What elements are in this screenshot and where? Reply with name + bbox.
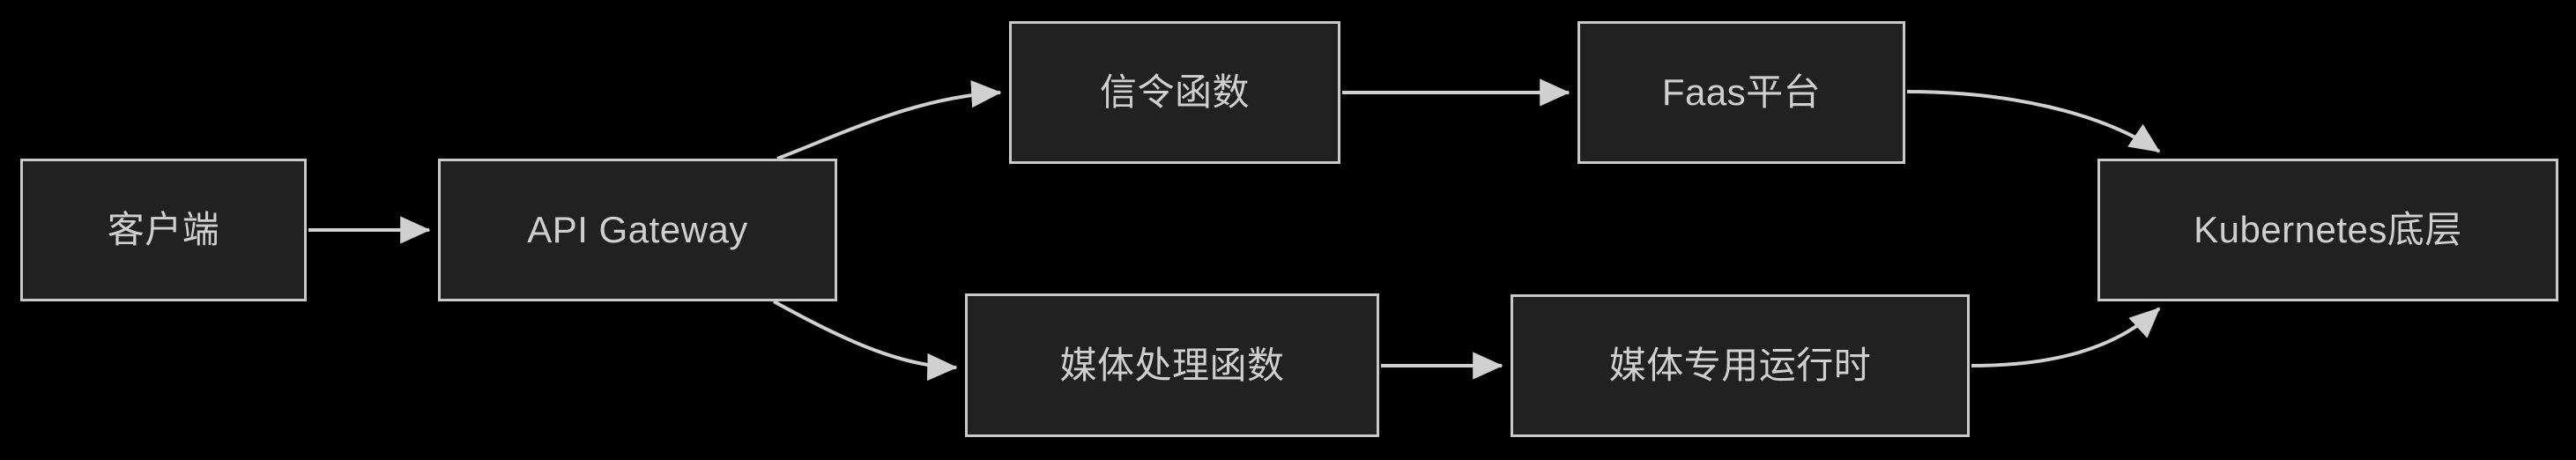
- edge-faas-platform-to-kubernetes-layer: [1906, 90, 2161, 153]
- node-api-gateway[interactable]: API Gateway: [438, 159, 837, 301]
- node-faas-platform[interactable]: Faas平台: [1578, 21, 1905, 164]
- node-media-dedicated-runtime[interactable]: 媒体专用运行时: [1511, 294, 1970, 437]
- node-client[interactable]: 客户端: [20, 159, 307, 301]
- node-kubernetes-layer[interactable]: Kubernetes底层: [2097, 159, 2558, 301]
- edge-api-gateway-to-media-processing-function: [773, 300, 958, 382]
- node-media-processing-function[interactable]: 媒体处理函数: [965, 293, 1379, 437]
- node-media-processing-function-label: 媒体处理函数: [1059, 344, 1285, 386]
- node-signaling-function[interactable]: 信令函数: [1009, 21, 1340, 164]
- node-signaling-function-label: 信令函数: [1099, 71, 1250, 113]
- node-kubernetes-layer-label: Kubernetes底层: [2194, 209, 2462, 250]
- edge-media-dedicated-runtime-to-kubernetes-layer: [1971, 307, 2161, 367]
- node-api-gateway-label: API Gateway: [527, 209, 748, 250]
- node-media-dedicated-runtime-label: 媒体专用运行时: [1608, 345, 1872, 386]
- node-faas-platform-label: Faas平台: [1661, 71, 1822, 113]
- edge-api-gateway-to-signaling-function: [776, 80, 1002, 160]
- node-client-label: 客户端: [107, 209, 220, 250]
